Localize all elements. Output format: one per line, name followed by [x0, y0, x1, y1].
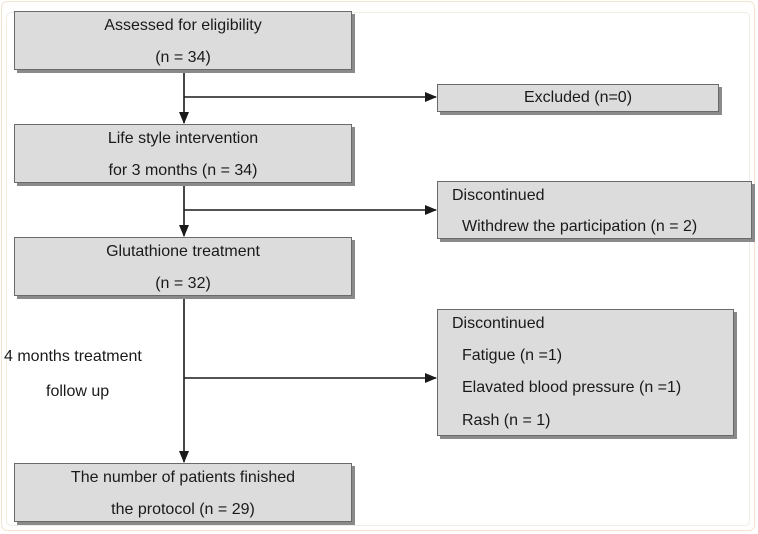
discontinued-box-1: Discontinued Withdrew the participation … — [437, 181, 752, 239]
treatment-duration-label: 4 months treatment — [4, 348, 142, 365]
excluded-box: Excluded (n=0) — [437, 84, 719, 112]
lifestyle-line2: for 3 months (n = 34) — [108, 162, 258, 179]
excluded-label: Excluded (n=0) — [523, 89, 633, 106]
discontinued-1-item: Withdrew the participation (n = 2) — [462, 218, 698, 235]
assessed-line2: (n = 34) — [155, 49, 211, 66]
discontinued-2-item-blood-pressure: Elavated blood pressure (n =1) — [462, 379, 682, 396]
discontinued-2-item-fatigue: Fatigue (n =1) — [462, 347, 563, 364]
lifestyle-line1: Life style intervention — [107, 130, 259, 147]
discontinued-box-2: Discontinued Fatigue (n =1) Elavated blo… — [437, 309, 734, 436]
glutathione-line2: (n = 32) — [155, 275, 211, 292]
assessed-box: Assessed for eligibility (n = 34) — [14, 11, 352, 70]
lifestyle-box: Life style intervention for 3 months (n … — [14, 124, 352, 183]
finished-box: The number of patients finished the prot… — [14, 463, 352, 522]
glutathione-line1: Glutathione treatment — [106, 243, 260, 260]
finished-line1: The number of patients finished — [70, 469, 296, 486]
follow-up-label: follow up — [46, 383, 110, 400]
glutathione-box: Glutathione treatment (n = 32) — [14, 237, 352, 296]
assessed-line1: Assessed for eligibility — [104, 17, 262, 34]
finished-line2: the protocol (n = 29) — [111, 501, 255, 518]
discontinued-1-heading: Discontinued — [452, 187, 545, 204]
discontinued-2-heading: Discontinued — [452, 315, 545, 332]
discontinued-2-item-rash: Rash (n = 1) — [462, 412, 551, 429]
